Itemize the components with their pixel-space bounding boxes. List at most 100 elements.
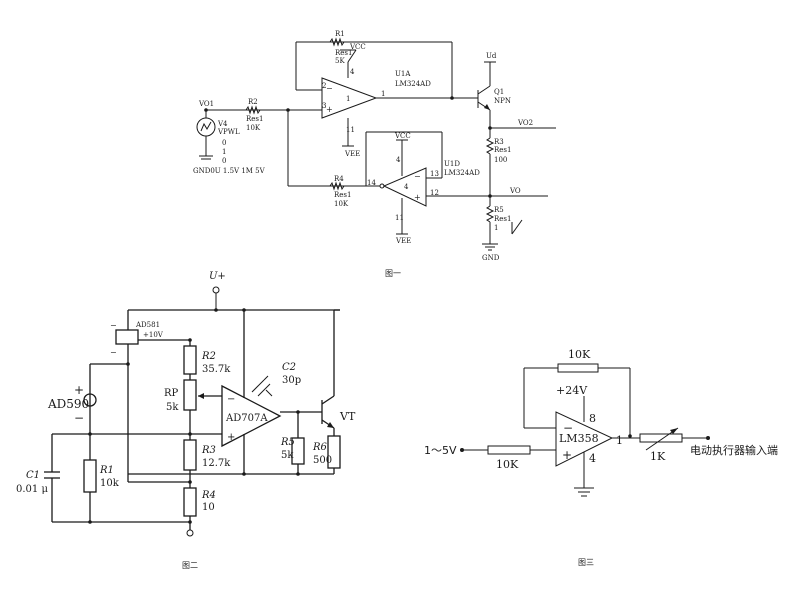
u1d-pin-14: 14 bbox=[367, 179, 376, 187]
c2-value: 30p bbox=[282, 375, 301, 386]
r2-value: 10K bbox=[246, 124, 261, 132]
c2-name: C2 bbox=[282, 362, 296, 373]
u1d-pin-4: 4 bbox=[396, 156, 401, 164]
u1a-name: U1A bbox=[395, 70, 411, 78]
r2-name: R2 bbox=[248, 98, 258, 106]
rf-resistor bbox=[557, 363, 599, 373]
lm358-pin-1: 1 bbox=[616, 434, 623, 447]
r1-name: R1 bbox=[99, 465, 114, 476]
r3-name: R3 bbox=[494, 138, 504, 146]
u1a-pin-11: 11 bbox=[346, 126, 355, 134]
r3-resistor bbox=[183, 439, 197, 471]
rp-value: 5k bbox=[166, 402, 179, 413]
figure-3-circuit: 10K − + LM358 8 +24V 4 1 1～5V 10K 1K 电 bbox=[424, 348, 778, 567]
ad581-minus-bottom: − bbox=[110, 348, 117, 357]
v4-name: V4 bbox=[217, 120, 228, 128]
c1-name: C1 bbox=[26, 470, 40, 481]
vee-upper-label: VEE bbox=[344, 150, 360, 158]
u1d-plus-sign: + bbox=[414, 193, 421, 202]
u1d-unit-number: 4 bbox=[404, 183, 409, 191]
u1a-pin-1: 1 bbox=[381, 90, 385, 98]
ud-label: Ud bbox=[486, 52, 497, 60]
figure-3-caption: 图三 bbox=[578, 558, 594, 567]
q1-emitter-arrow bbox=[484, 104, 490, 110]
figure-2-circuit: U+ AD581 +10V − − R2 35.7k RP 5k R3 12.7… bbox=[16, 271, 356, 570]
r2-value: 35.7k bbox=[202, 364, 231, 375]
r1-value: 5K bbox=[335, 57, 345, 65]
r5-value: 1 bbox=[494, 224, 498, 232]
lm358-plus-sign: + bbox=[562, 448, 572, 462]
ad581-name: AD581 bbox=[135, 321, 160, 329]
r6-value: 500 bbox=[313, 455, 332, 466]
rf-value: 10K bbox=[568, 348, 591, 361]
r3-value: 100 bbox=[494, 156, 507, 164]
lm358-name: LM358 bbox=[559, 432, 599, 445]
r5-resistor bbox=[485, 205, 495, 223]
r4-resistor bbox=[183, 487, 197, 517]
lm358-pin-4: 4 bbox=[589, 452, 596, 465]
supply-label: +24V bbox=[556, 384, 588, 397]
lm358-pin-8: 8 bbox=[589, 412, 596, 425]
r1-name: R1 bbox=[335, 30, 345, 38]
figure-2-caption: 图二 bbox=[182, 561, 198, 570]
u1a-opamp bbox=[321, 77, 378, 119]
q1-type: NPN bbox=[494, 97, 511, 105]
v4-line3: 0 bbox=[222, 157, 226, 165]
r5-name: R5 bbox=[494, 206, 504, 214]
r1-value: 10k bbox=[100, 478, 120, 489]
input-label: 1～5V bbox=[424, 444, 457, 457]
vo-label: VO bbox=[509, 187, 521, 195]
rp-potentiometer bbox=[183, 379, 197, 411]
u-plus-label: U+ bbox=[209, 271, 226, 282]
ad590-minus: − bbox=[74, 411, 84, 425]
rpot-value: 1K bbox=[650, 450, 666, 463]
ad707a-plus-sign: + bbox=[227, 432, 235, 443]
u1d-pin-11: 11 bbox=[395, 214, 404, 222]
u1a-pin-2: 2 bbox=[322, 82, 326, 90]
vee-lower-label: VEE bbox=[395, 237, 411, 245]
u1d-pin-12: 12 bbox=[430, 189, 439, 197]
ad581-reference bbox=[115, 329, 139, 345]
r5-name: R5 bbox=[280, 437, 295, 448]
r3-name: R3 bbox=[201, 445, 216, 456]
r4-name: R4 bbox=[201, 490, 216, 501]
r2-type: Res1 bbox=[246, 115, 263, 123]
u1d-name: U1D bbox=[444, 160, 460, 168]
r3-value: 12.7k bbox=[202, 458, 231, 469]
u1a-part: LM324AD bbox=[395, 80, 431, 88]
ad590-plus: + bbox=[74, 383, 84, 397]
r4-value: 10K bbox=[334, 200, 349, 208]
r4-value: 10 bbox=[202, 502, 215, 513]
ad581-supply: +10V bbox=[143, 331, 164, 339]
q1-name: Q1 bbox=[494, 88, 504, 96]
r4-resistor bbox=[329, 181, 345, 191]
u1d-pin-13: 13 bbox=[430, 170, 439, 178]
v4-line1: 0 bbox=[222, 139, 226, 147]
u1a-pin-4: 4 bbox=[350, 68, 355, 76]
vo1-label: VO1 bbox=[198, 100, 214, 108]
r3-resistor bbox=[485, 137, 495, 155]
u1a-pin-3: 3 bbox=[322, 102, 326, 110]
vo2-label: VO2 bbox=[517, 119, 533, 127]
vt-label: VT bbox=[339, 410, 356, 423]
output-label: 电动执行器输入端 bbox=[690, 443, 778, 457]
c1-value: 0.01 μ bbox=[16, 484, 48, 495]
figure-1-caption: 图一 bbox=[385, 269, 401, 278]
v4-params: GND0U 1.5V 1M 5V bbox=[193, 167, 266, 175]
lm358-minus-sign: − bbox=[563, 421, 573, 435]
ad581-minus-top: − bbox=[110, 321, 117, 330]
rp-name: RP bbox=[164, 388, 179, 399]
r1-resistor bbox=[329, 37, 345, 47]
ad707a-opamp bbox=[221, 384, 282, 448]
r1-vcc-label: VCC bbox=[349, 43, 366, 51]
r2-name: R2 bbox=[201, 351, 216, 362]
u1d-opamp bbox=[382, 167, 427, 207]
r2-resistor bbox=[245, 105, 261, 115]
ad590-name: AD590 bbox=[47, 397, 89, 411]
u1a-minus-sign: − bbox=[326, 84, 333, 93]
ad707a-name: AD707A bbox=[225, 413, 268, 424]
rin-value: 10K bbox=[496, 458, 519, 471]
r2-resistor bbox=[183, 345, 197, 375]
